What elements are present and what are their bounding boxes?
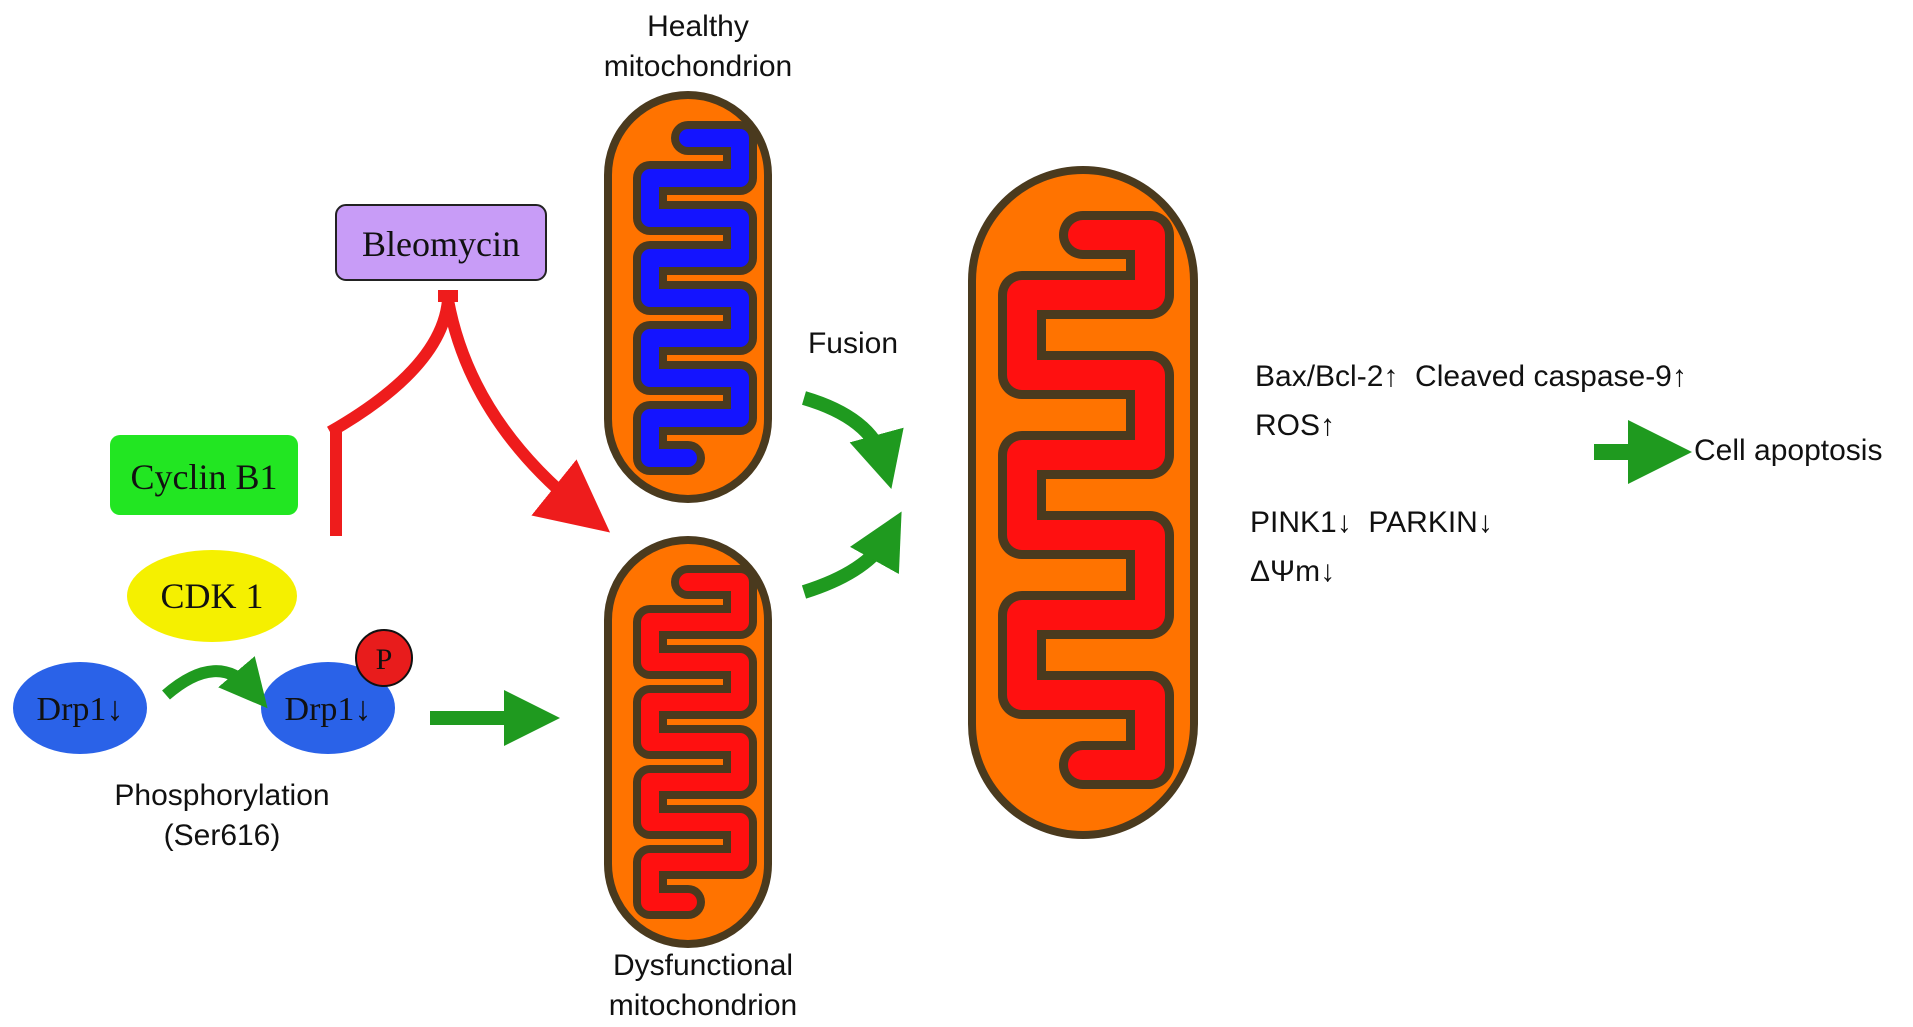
drp1-ellipse	[13, 662, 147, 754]
drp1-label: Drp1↓	[37, 691, 124, 728]
marker-ros: ROS↑	[1255, 409, 1335, 442]
phosphate-badge-label: P	[376, 643, 393, 676]
dysfunctional-mitochondrion-icon	[604, 536, 772, 948]
phosphorylation-arrow-icon	[162, 656, 268, 709]
dysfunctional-fusion-arrow-icon	[801, 511, 902, 599]
bleomycin-activation-arrow-icon	[442, 298, 611, 533]
bleomycin-box	[335, 204, 547, 281]
inhibition-arrow-icon	[327, 290, 458, 536]
cdk1-label: CDK 1	[160, 576, 263, 616]
fusion-label: Fusion	[808, 327, 898, 360]
marker-membrane-potential: ΔΨm↓	[1250, 555, 1335, 588]
healthy-mitochondrion-icon	[604, 91, 772, 503]
phospho-drp1-label: Drp1↓	[285, 691, 372, 728]
marker-bax-bcl2-caspase: Bax/Bcl-2↑ Cleaved caspase-9↑	[1255, 360, 1687, 393]
healthy-label-line1: Healthy	[647, 10, 749, 43]
cyclin-b1-label: Cyclin B1	[130, 457, 277, 497]
cyclin-b1-box	[110, 435, 298, 515]
phospho-drp1-ellipse	[261, 662, 395, 754]
fused-mitochondrion-icon	[968, 166, 1198, 839]
phosphorylation-label-line2: (Ser616)	[164, 819, 281, 852]
phosphorylation-label-line1: Phosphorylation	[114, 779, 329, 812]
healthy-fusion-arrow-icon	[801, 391, 904, 490]
cell-apoptosis-label: Cell apoptosis	[1694, 434, 1882, 467]
dysfunctional-label-line2: mitochondrion	[609, 989, 797, 1022]
healthy-label-line2: mitochondrion	[604, 50, 792, 83]
phosphate-badge	[355, 629, 413, 687]
bleomycin-label: Bleomycin	[362, 224, 520, 264]
marker-pink1-parkin: PINK1↓ PARKIN↓	[1250, 506, 1493, 539]
dysfunctional-label-line1: Dysfunctional	[613, 949, 793, 982]
cdk1-ellipse	[127, 550, 297, 642]
